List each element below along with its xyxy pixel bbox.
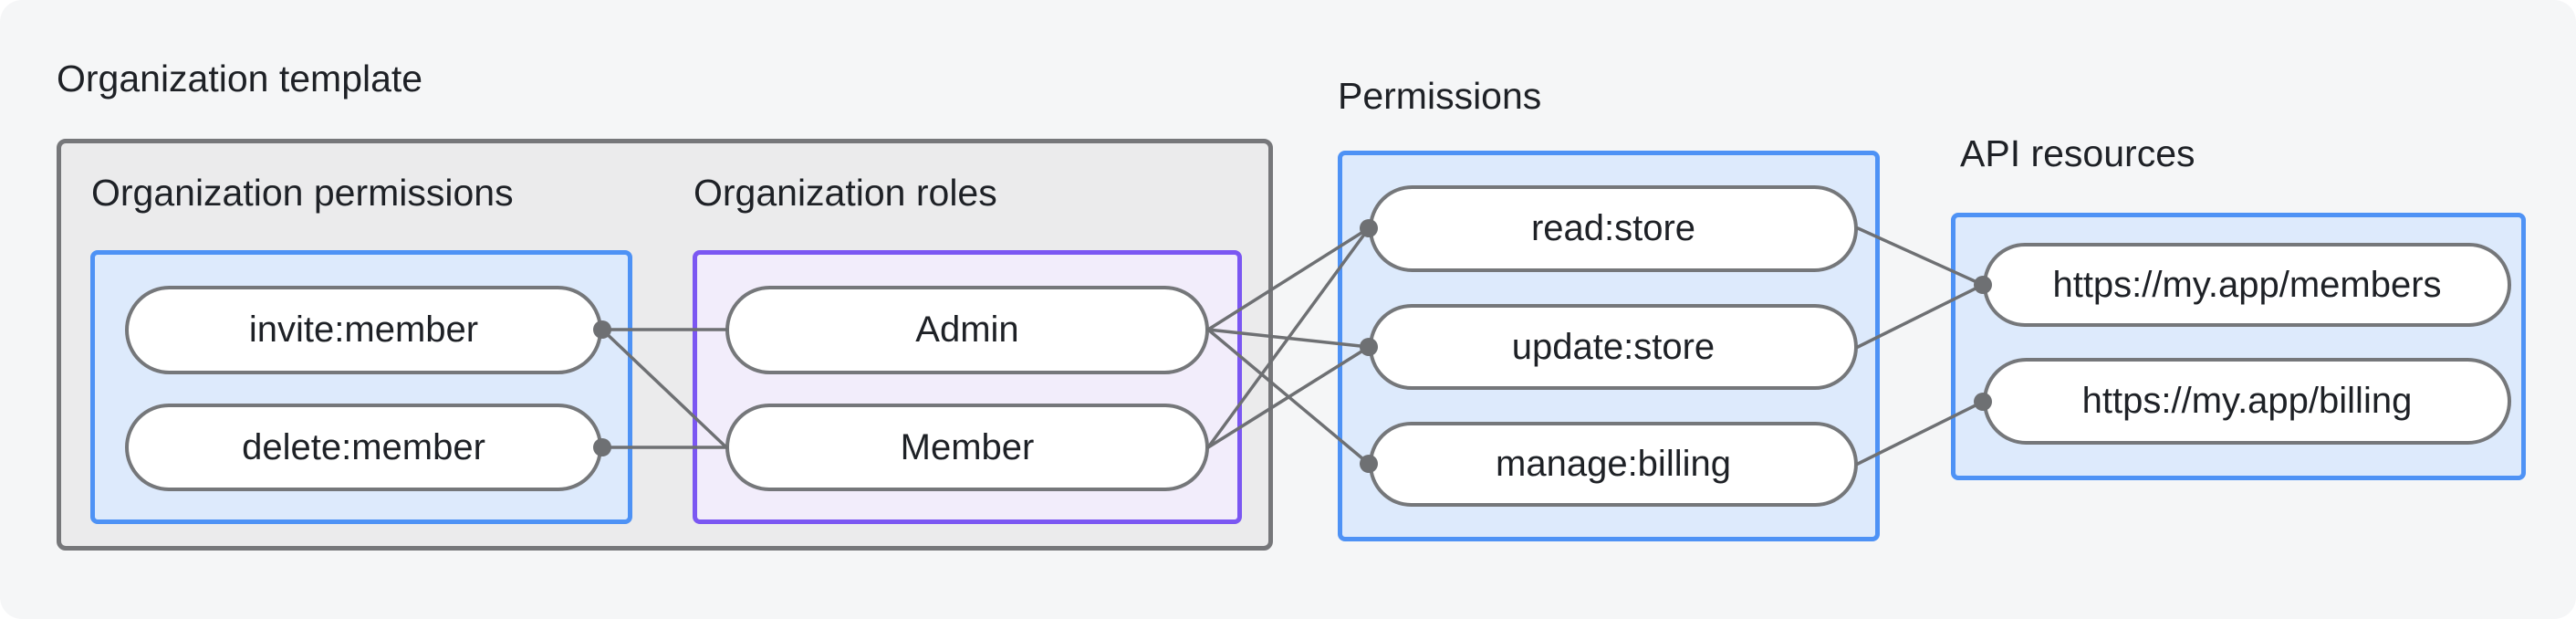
org-roles-heading: Organization roles — [694, 172, 997, 214]
org-permissions-heading: Organization permissions — [91, 172, 514, 214]
pill-delete-member: delete:member — [125, 404, 602, 491]
pill-read-store: read:store — [1369, 185, 1858, 272]
pill-members-url: https://my.app/members — [1983, 243, 2511, 327]
pill-member-role: Member — [725, 404, 1209, 491]
api-resources-heading: API resources — [1960, 132, 2195, 174]
pill-manage-billing: manage:billing — [1369, 422, 1858, 507]
pill-billing-url: https://my.app/billing — [1983, 358, 2511, 445]
pill-admin-role: Admin — [725, 286, 1209, 374]
pill-invite-member: invite:member — [125, 286, 602, 374]
org-template-heading: Organization template — [57, 58, 423, 100]
pill-update-store: update:store — [1369, 304, 1858, 390]
permissions-heading: Permissions — [1338, 75, 1542, 117]
